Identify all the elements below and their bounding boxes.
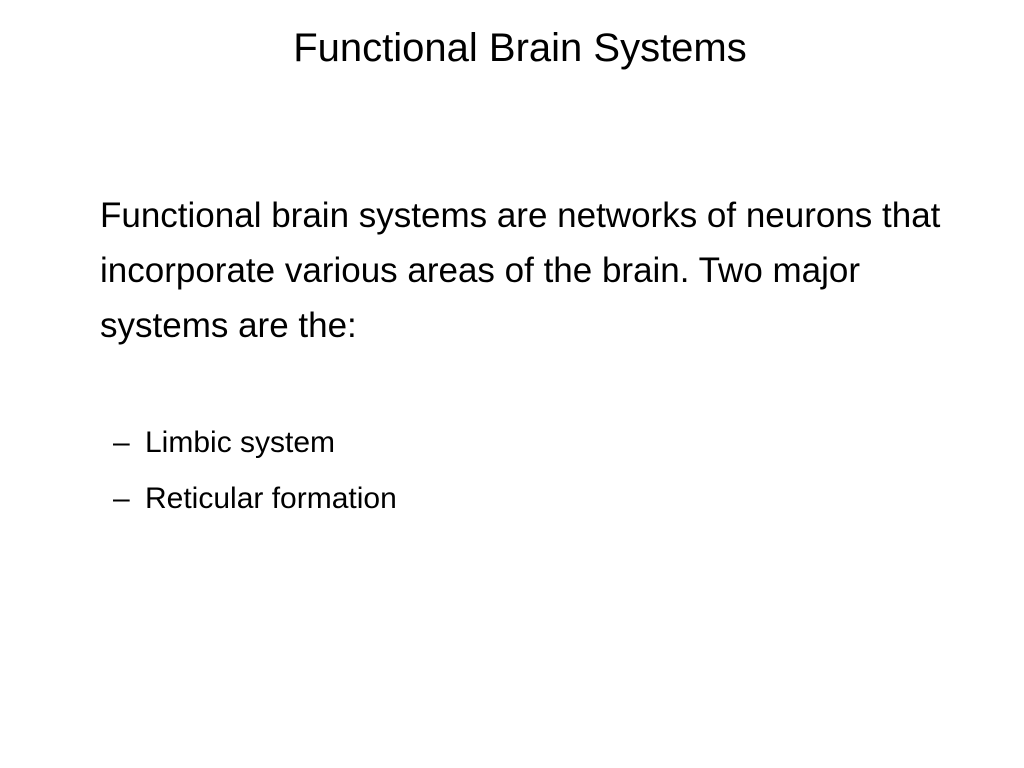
- list-item-label: Reticular formation: [145, 482, 397, 515]
- list-item-label: Limbic system: [145, 426, 336, 459]
- dash-bullet: –: [113, 482, 130, 515]
- body-paragraph: Functional brain systems are networks of…: [100, 196, 941, 345]
- list-item-limbic-system: –Limbic system: [113, 422, 397, 464]
- dash-bullet: –: [113, 426, 130, 459]
- slide-title: Functional Brain Systems: [293, 26, 747, 70]
- list-item-reticular-formation: –Reticular formation: [113, 478, 397, 520]
- sub-list: –Limbic system –Reticular formation: [113, 422, 397, 534]
